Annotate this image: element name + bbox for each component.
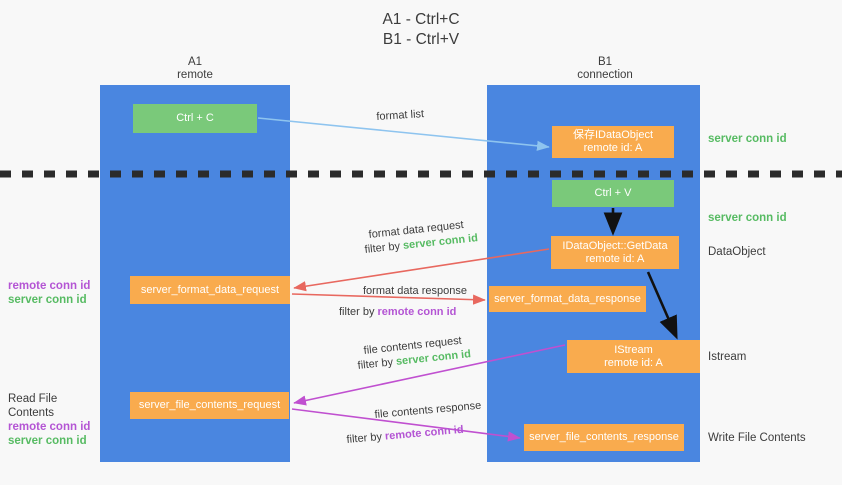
label-remote-conn-id: remote conn id (8, 280, 91, 292)
node-server-format-data-request[interactable]: server_format_data_request (130, 276, 290, 304)
label-dataobject: DataObject (708, 246, 766, 258)
filter-prefix: filter by (346, 430, 386, 446)
label-server-conn-id-top: server conn id (708, 133, 787, 145)
label-format-conn-ids: remote conn id server conn id (8, 279, 100, 307)
filter-value: remote conn id (377, 306, 457, 318)
page-title: A1 - Ctrl+C B1 - Ctrl+V (382, 11, 460, 48)
node-server-file-contents-response[interactable]: server_file_contents_response (524, 424, 684, 451)
arrow-format-data-response (291, 293, 486, 305)
arrow-file-contents-request (293, 344, 566, 406)
label-read-file-contents-group: Read File Contents remote conn id server… (8, 392, 104, 448)
label-remote-conn-id-2: remote conn id (8, 421, 91, 433)
filter-prefix: filter by (364, 239, 404, 256)
label-server-conn-id: server conn id (8, 294, 87, 306)
label-server-conn-id-2: server conn id (8, 435, 87, 447)
edge-label-format-data-response-filter: filter by remote conn id (339, 305, 456, 320)
node-server-format-data-response[interactable]: server_format_data_response (489, 286, 646, 312)
node-istream[interactable]: IStream remote id: A (567, 340, 700, 373)
node-save-idataobject[interactable]: 保存IDataObject remote id: A (552, 126, 674, 158)
node-ctrl-c[interactable]: Ctrl + C (133, 104, 257, 133)
label-write-file-contents: Write File Contents (708, 432, 806, 444)
phase-divider (0, 170, 842, 178)
column-header-b1: B1 connection (577, 56, 633, 81)
label-istream: Istream (708, 351, 747, 363)
column-header-a1: A1 remote (177, 56, 213, 81)
label-read-file-contents: Read File Contents (8, 393, 58, 419)
edge-label-format-data-response: format data response (363, 285, 467, 297)
node-ctrl-v[interactable]: Ctrl + V (552, 180, 674, 207)
arrow-file-contents-response (291, 408, 521, 442)
arrow-format-data-request (293, 248, 550, 292)
filter-prefix: filter by (339, 306, 378, 318)
node-idataobject-getdata[interactable]: IDataObject::GetData remote id: A (551, 236, 679, 269)
arrow-getdata-to-istream (646, 271, 678, 340)
node-server-file-contents-request[interactable]: server_file_contents_request (130, 392, 289, 419)
arrow-format-list (257, 117, 550, 151)
filter-prefix: filter by (357, 355, 397, 372)
edge-label-format-list: format list (376, 108, 425, 123)
label-server-conn-id-mid: server conn id (708, 212, 787, 224)
